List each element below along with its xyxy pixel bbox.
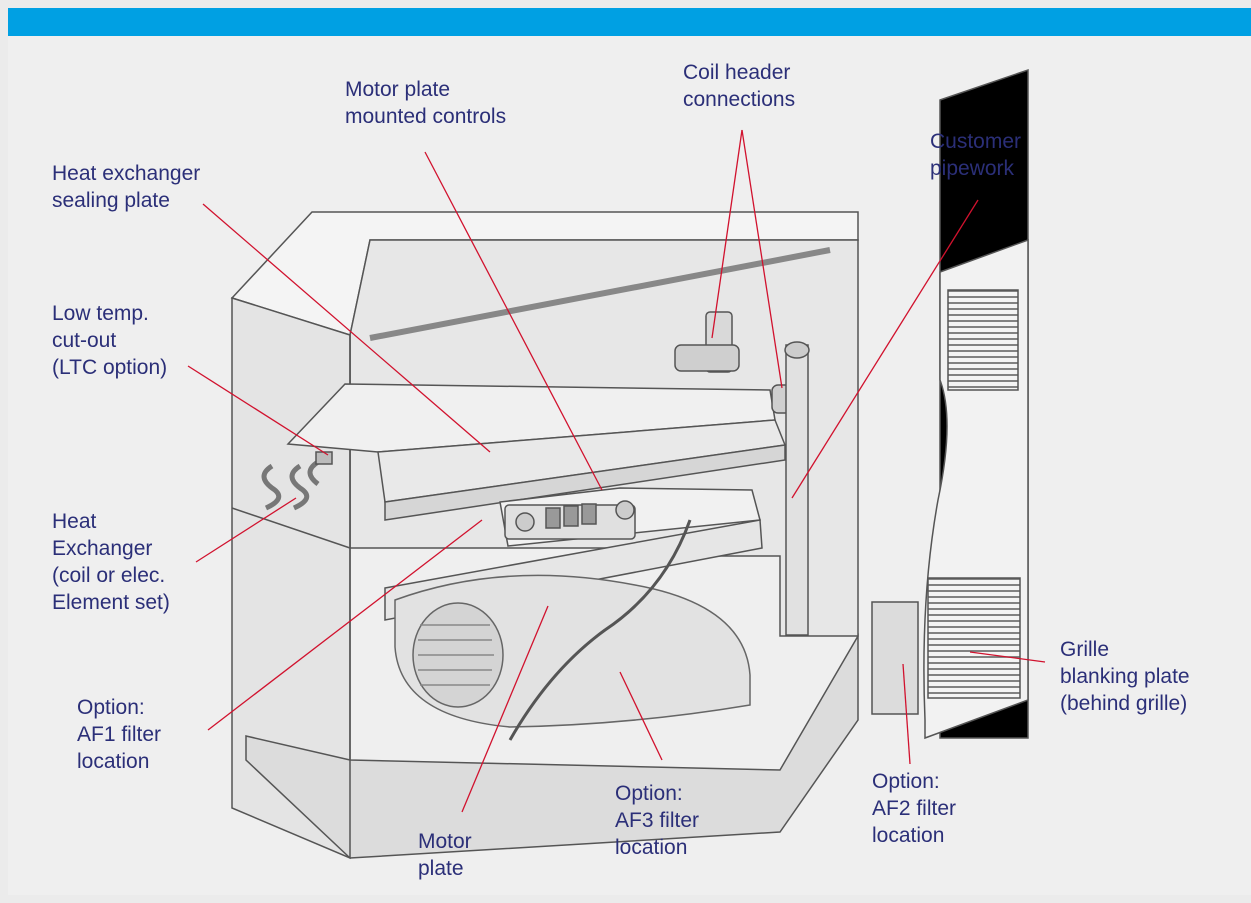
leader-motor-plate bbox=[461, 605, 549, 813]
control-switch-3 bbox=[581, 503, 597, 525]
leader-motor-plate-controls bbox=[424, 151, 603, 491]
control-knob-left bbox=[515, 512, 535, 532]
label-heat-exchanger-sealing-plate: Heat exchanger sealing plate bbox=[52, 162, 201, 212]
control-switch-2 bbox=[563, 505, 579, 527]
label-af1-filter: Option: AF1 filter location bbox=[77, 696, 162, 773]
control-switch-1 bbox=[545, 507, 561, 529]
leader-coil-header-1 bbox=[711, 129, 743, 339]
leader-coil-header-2 bbox=[741, 129, 783, 389]
label-heat-exchanger: Heat Exchanger (coil or elec. Element se… bbox=[52, 510, 170, 614]
pipe-cap bbox=[784, 341, 810, 359]
sealing-plate-lip bbox=[384, 444, 786, 521]
label-low-temp-cutout: Low temp. cut-out (LTC option) bbox=[52, 302, 168, 379]
grille-panel bbox=[871, 68, 1029, 740]
motor-cable bbox=[508, 519, 692, 741]
leader-ltc bbox=[187, 365, 329, 456]
cabinet-divider bbox=[231, 507, 351, 549]
leader-af1 bbox=[207, 519, 483, 731]
leader-af3 bbox=[619, 671, 663, 761]
fan-blades bbox=[418, 624, 494, 686]
leader-sealing-plate bbox=[202, 203, 491, 453]
cabinet-front-base bbox=[245, 633, 859, 859]
ltc-sensor bbox=[315, 451, 333, 465]
leader-heat-exchanger bbox=[195, 497, 297, 563]
label-motor-plate: Motor plate bbox=[418, 830, 472, 880]
leader-af2 bbox=[902, 663, 911, 765]
label-motor-plate-mounted-controls: Motor plate mounted controls bbox=[345, 78, 507, 128]
leader-lines bbox=[187, 129, 1046, 813]
af2-filter-frame bbox=[871, 601, 919, 715]
lower-grille-louvres bbox=[927, 577, 1021, 699]
label-customer-pipework: Customer pipework bbox=[930, 130, 1022, 180]
fan-scroll bbox=[394, 519, 751, 741]
label-coil-header-connections: Coil header connections bbox=[683, 61, 796, 111]
upper-grille-louvres bbox=[947, 289, 1019, 391]
control-knob-right bbox=[615, 500, 635, 520]
leader-grille-blank bbox=[969, 651, 1046, 663]
valve-body bbox=[674, 344, 740, 372]
label-grille-blanking-plate: Grille blanking plate (behind grille) bbox=[1060, 638, 1190, 715]
leader-customer-pipework bbox=[791, 199, 979, 499]
top-rail bbox=[369, 247, 831, 341]
label-af3-filter: Option: AF3 filter location bbox=[615, 782, 700, 859]
header-bar bbox=[8, 8, 1251, 36]
label-af2-filter: Option: AF2 filter location bbox=[872, 770, 957, 847]
